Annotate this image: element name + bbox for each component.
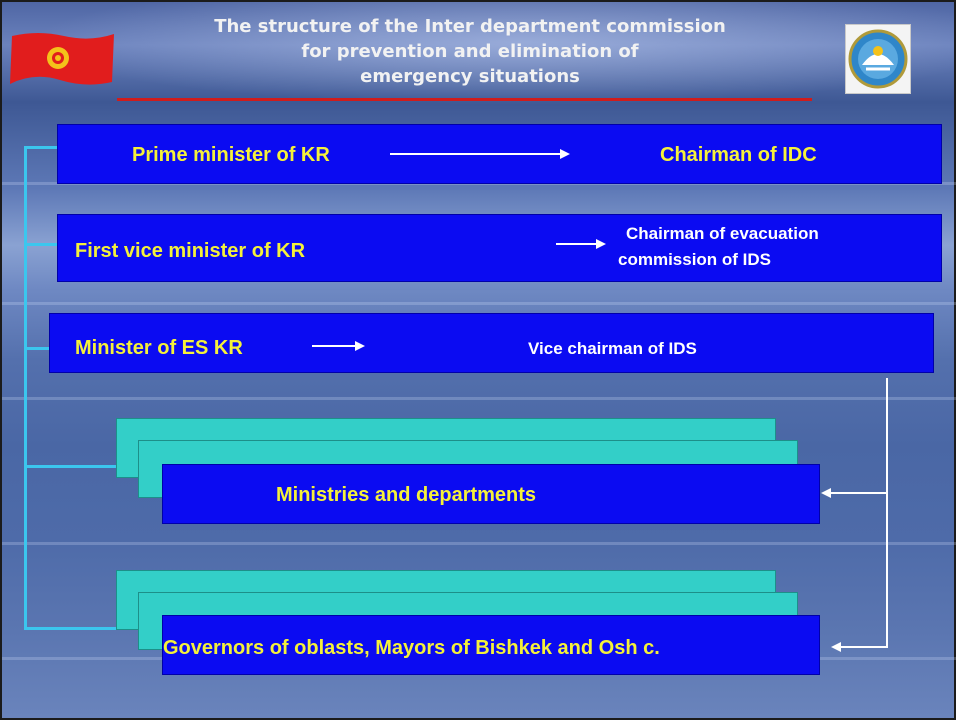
- first-vice-minister-label: First vice minister of KR: [75, 240, 306, 262]
- ministries-label: Ministries and departments: [276, 484, 537, 506]
- title-line-2: for prevention and elimination of: [301, 41, 639, 62]
- left-connector-governors: [24, 627, 142, 630]
- prime-minister-label: Prime minister of KR: [132, 144, 330, 166]
- right-connector-vertical: [886, 378, 888, 648]
- chairman-idc-label: Chairman of IDC: [660, 144, 817, 166]
- left-connector-es: [24, 347, 50, 350]
- left-connector-fv: [24, 243, 58, 246]
- minister-es-box: [49, 313, 934, 373]
- title-underline: [117, 98, 812, 101]
- kyrgyz-flag-icon: [10, 33, 114, 85]
- right-arrowhead-governors: [831, 642, 841, 652]
- governors-box: [162, 615, 820, 675]
- governors-label: Governors of oblasts, Mayors of Bishkek …: [163, 637, 660, 659]
- title-line-3: emergency situations: [360, 66, 580, 87]
- minister-es-arrow-line: [312, 345, 356, 347]
- right-connector-ministries: [830, 492, 887, 494]
- left-connector-pm: [24, 146, 58, 149]
- ministries-box: [162, 464, 820, 524]
- right-connector-governors: [840, 646, 887, 648]
- left-connector-vertical: [24, 146, 27, 630]
- first-vice-arrowhead: [596, 239, 606, 249]
- evac-chairman-line-2: commission of IDS: [618, 250, 772, 269]
- vice-chairman-ids-label: Vice chairman of IDS: [528, 339, 697, 358]
- first-vice-arrow-line: [556, 243, 597, 245]
- first-vice-minister-box: [57, 214, 942, 282]
- prime-minister-arrowhead: [560, 149, 570, 159]
- evac-chairman-line-1: Chairman of evacuation: [626, 224, 819, 243]
- page-title: The structure of the Inter department co…: [100, 14, 840, 89]
- left-connector-ministries: [24, 465, 142, 468]
- prime-minister-arrow-line: [390, 153, 560, 155]
- minister-es-label: Minister of ES KR: [75, 337, 243, 359]
- title-line-1: The structure of the Inter department co…: [214, 16, 726, 37]
- minister-es-arrowhead: [355, 341, 365, 351]
- state-emblem-icon: [845, 24, 911, 94]
- right-arrowhead-ministries: [821, 488, 831, 498]
